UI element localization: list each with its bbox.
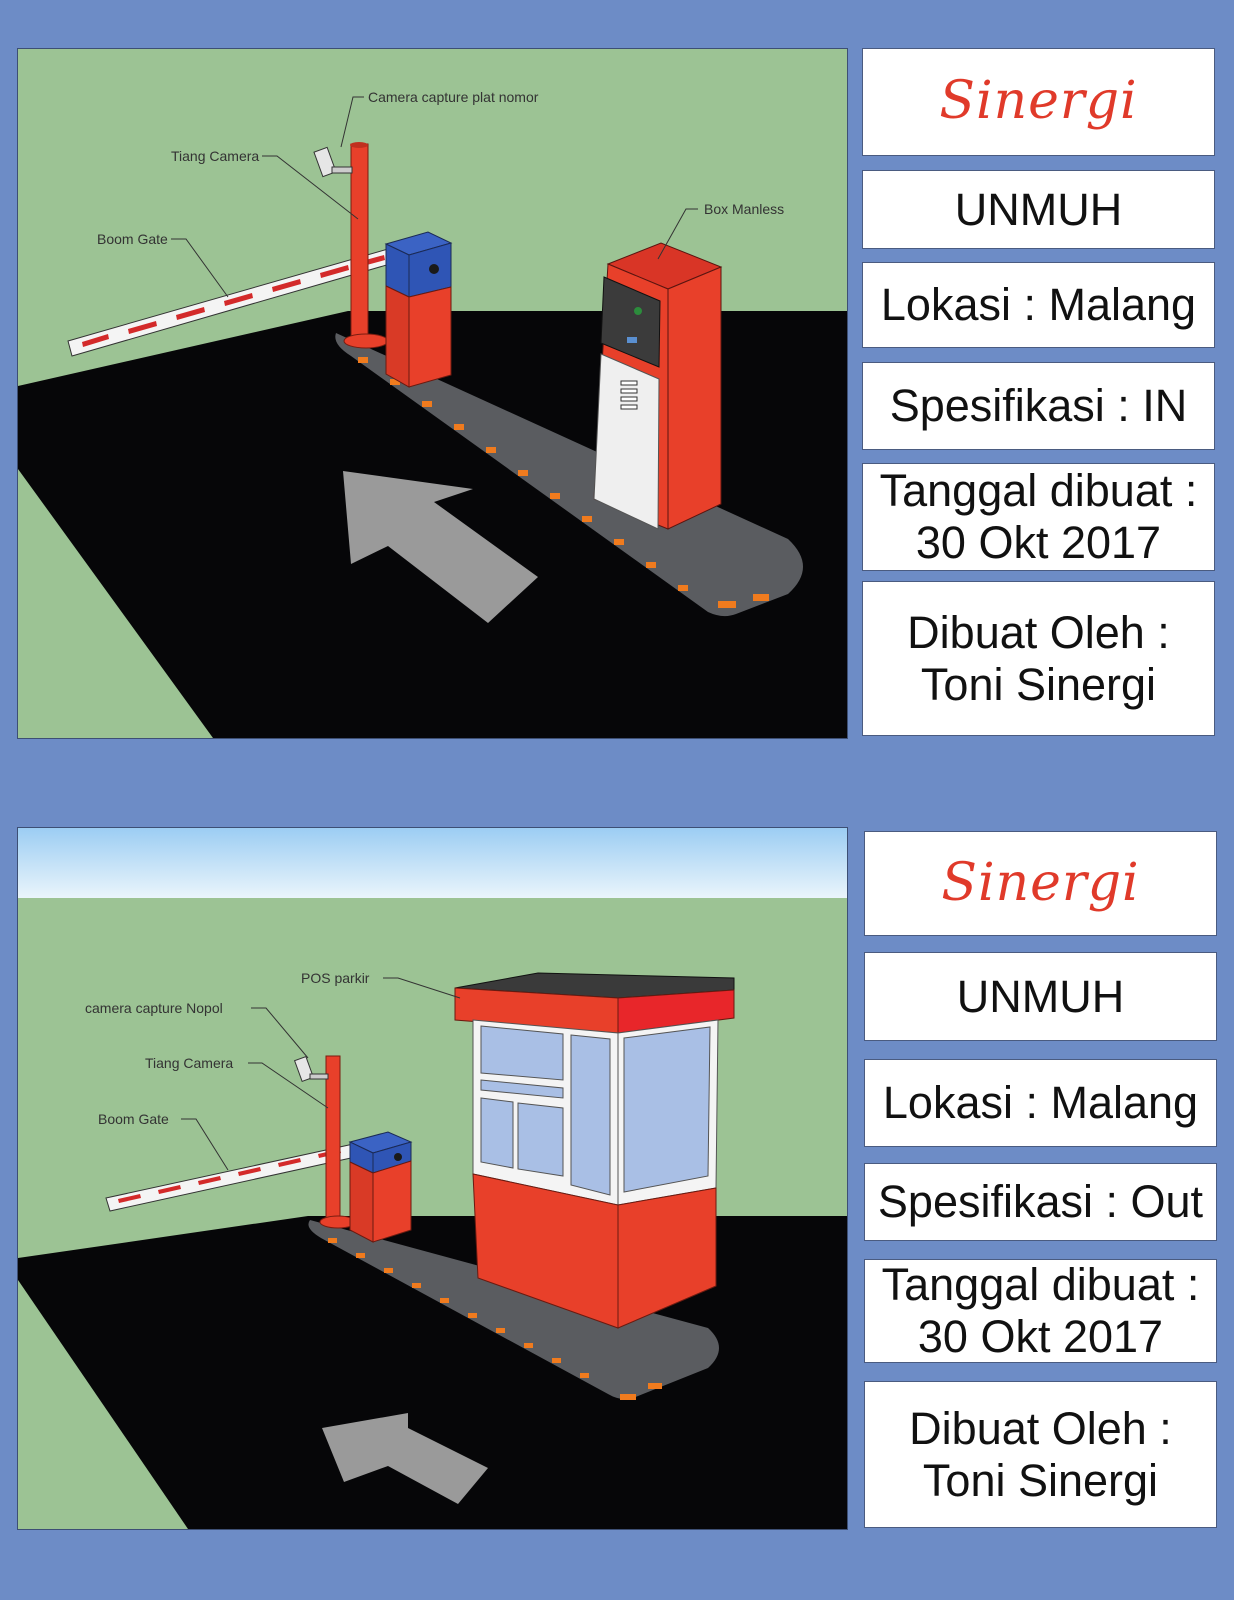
callout-box: Box Manless (704, 201, 784, 217)
location-card-in: Lokasi : Malang (862, 262, 1215, 348)
author-card-in: Dibuat Oleh : Toni Sinergi (862, 581, 1215, 736)
date-label: Tanggal dibuat : (881, 1259, 1200, 1311)
spec-card-out: Spesifikasi : Out (864, 1163, 1217, 1241)
location: Lokasi : Malang (880, 279, 1197, 331)
camera-pole (325, 1055, 341, 1227)
client-name: UNMUH (954, 183, 1123, 235)
sinergi-logo: Sinergi (939, 71, 1138, 132)
location-card-out: Lokasi : Malang (864, 1059, 1217, 1147)
specification: Spesifikasi : Out (877, 1176, 1204, 1228)
callout-post: POS parkir (301, 970, 370, 986)
callout-pole: Tiang Camera (171, 148, 259, 164)
client-card-in: UNMUH (862, 170, 1215, 249)
location: Lokasi : Malang (882, 1077, 1199, 1129)
client-name: UNMUH (956, 970, 1125, 1022)
direction-arrow-icon (343, 471, 538, 623)
spec-card-in: Spesifikasi : IN (862, 362, 1215, 450)
author-value: Toni Sinergi (922, 1454, 1159, 1506)
date-card-in: Tanggal dibuat : 30 Okt 2017 (862, 463, 1215, 571)
manless-panel (600, 276, 661, 368)
client-card-out: UNMUH (864, 952, 1217, 1041)
scene-out: POS parkir camera capture Nopol Tiang Ca… (17, 827, 848, 1530)
callout-boom: Boom Gate (97, 231, 168, 247)
author-value: Toni Sinergi (920, 658, 1157, 710)
date-value: 30 Okt 2017 (915, 517, 1162, 568)
logo-card-out: Sinergi (864, 831, 1217, 936)
sky (18, 828, 847, 898)
manless-lower-panel (593, 353, 660, 530)
scene-in: Camera capture plat nomor Tiang Camera B… (17, 48, 848, 739)
gate-cabinet (385, 285, 410, 388)
traffic-island (335, 333, 803, 617)
booth-window (480, 1025, 564, 1081)
author-label: Dibuat Oleh : (909, 1402, 1172, 1454)
author-card-out: Dibuat Oleh : Toni Sinergi (864, 1381, 1217, 1528)
date-label: Tanggal dibuat : (879, 465, 1198, 517)
boom-stripes (82, 255, 385, 347)
callout-camera: camera capture Nopol (85, 1000, 223, 1016)
gate-cabinet (349, 1161, 374, 1243)
camera-icon (293, 1055, 315, 1083)
date-card-out: Tanggal dibuat : 30 Okt 2017 (864, 1259, 1217, 1363)
callout-pole: Tiang Camera (145, 1055, 233, 1071)
author-label: Dibuat Oleh : (907, 606, 1170, 658)
logo-card-in: Sinergi (862, 48, 1215, 156)
camera-pole (350, 143, 369, 347)
island-curb-marks (328, 1238, 662, 1400)
island-curb-marks (358, 357, 769, 608)
specification: Spesifikasi : IN (889, 380, 1188, 432)
manless-box (667, 266, 722, 530)
direction-arrow-icon (322, 1413, 488, 1504)
ticket-slots (620, 380, 638, 410)
camera-icon (313, 146, 337, 178)
callout-boom: Boom Gate (98, 1111, 169, 1127)
callout-lines (171, 96, 698, 298)
callout-lines (181, 977, 461, 1171)
callout-camera: Camera capture plat nomor (368, 89, 539, 105)
traffic-island (308, 1220, 719, 1400)
sinergi-logo: Sinergi (941, 852, 1140, 913)
date-value: 30 Okt 2017 (917, 1311, 1164, 1362)
